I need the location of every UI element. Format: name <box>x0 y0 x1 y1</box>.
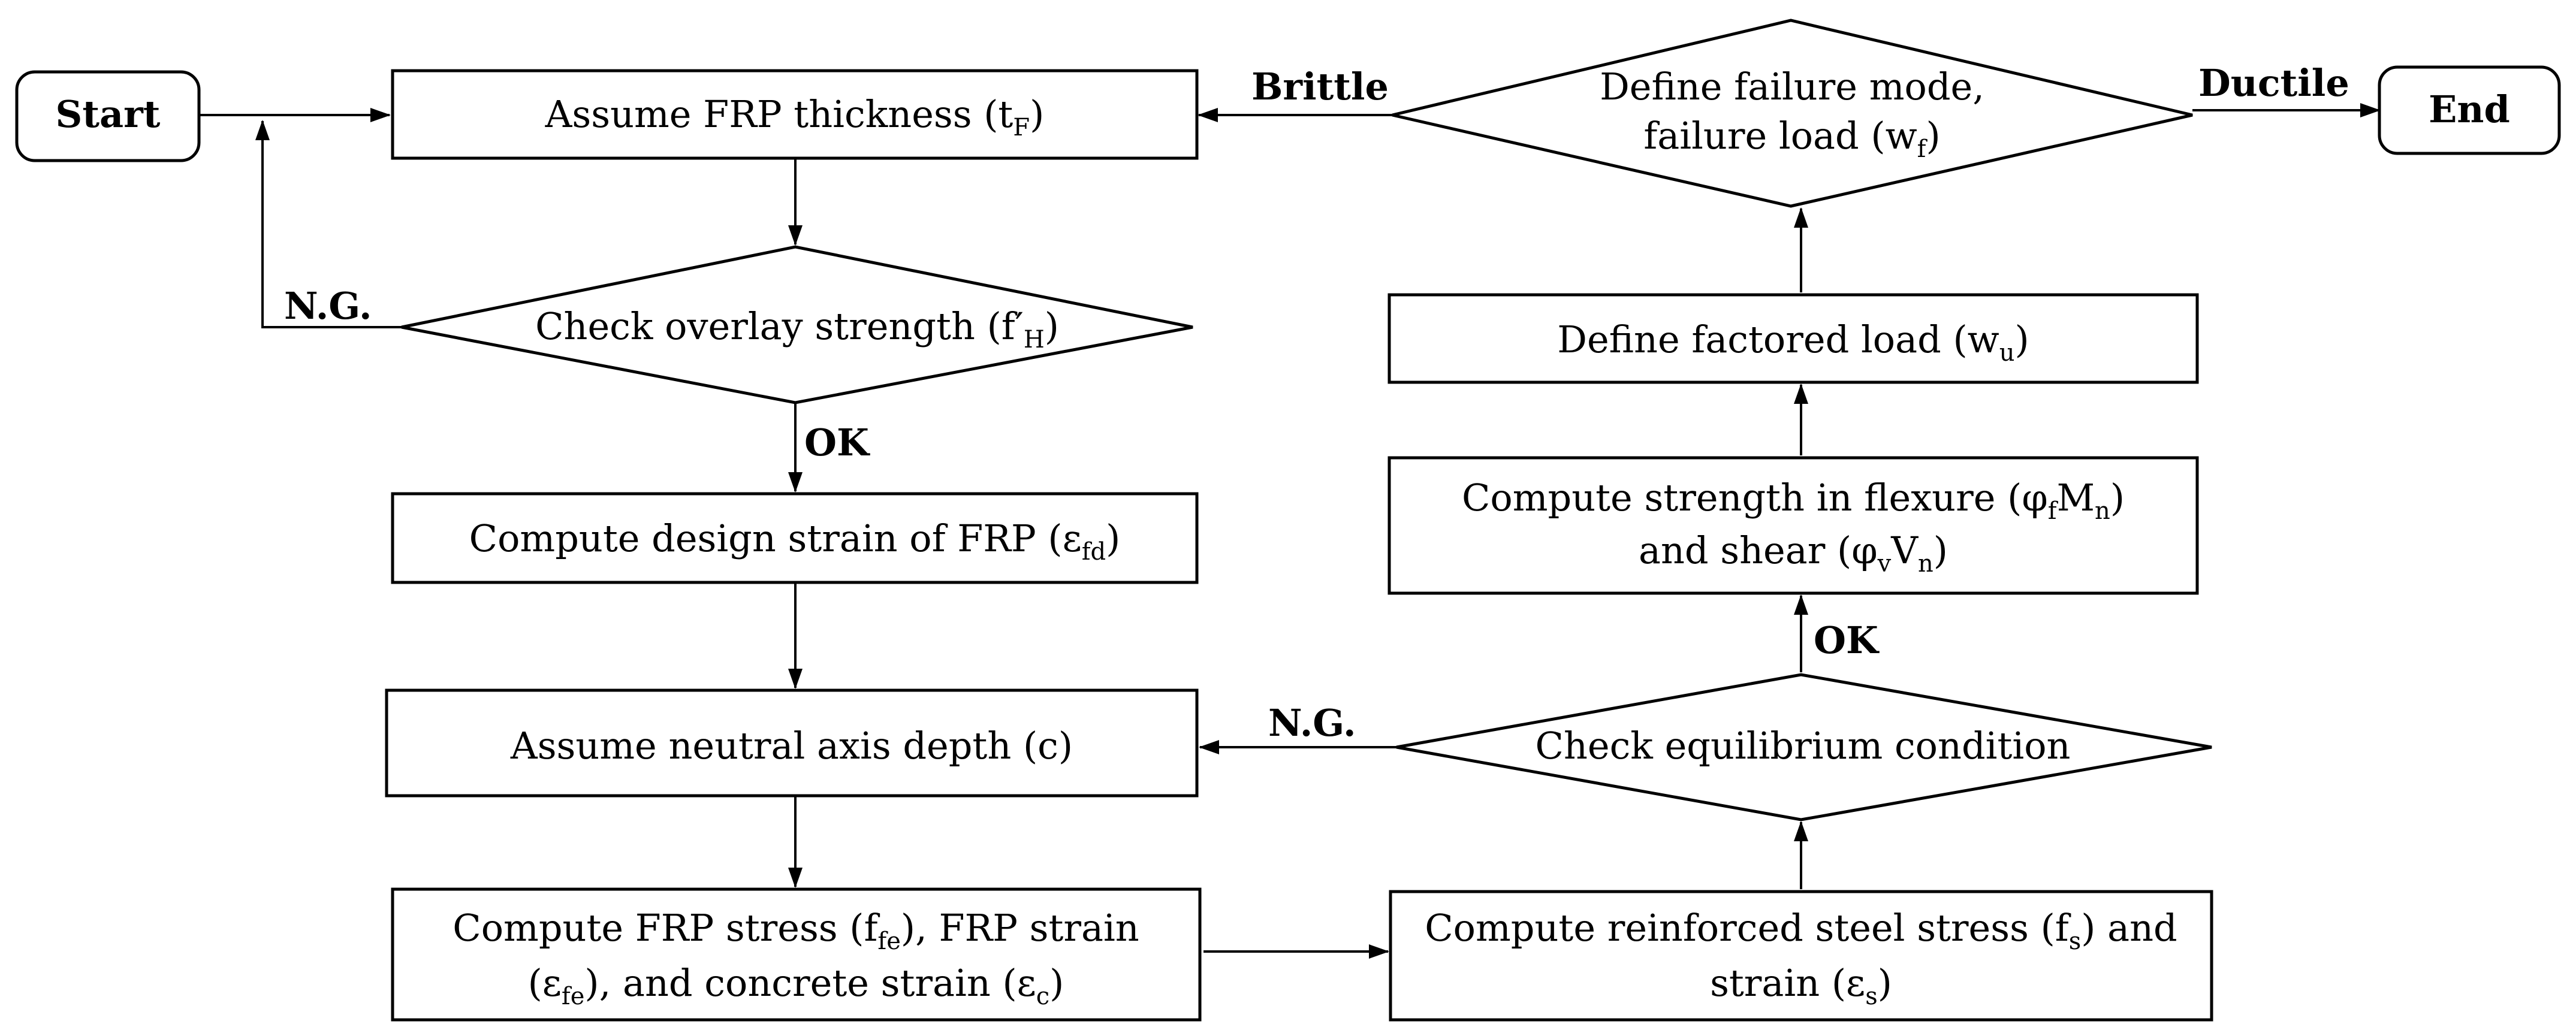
arrow-overlay-ng-loop <box>255 120 402 328</box>
design-strain-box: Compute design strain of FRP (εfd) <box>391 492 1199 584</box>
label-ng-equilibrium: N.G. <box>1268 701 1356 745</box>
steel-stress-line1: Compute reinforced steel stress (fs) and <box>1425 906 2177 955</box>
connectors <box>199 103 2381 959</box>
neutral-axis-text: Assume neutral axis depth (c) <box>510 724 1073 768</box>
strength-box: Compute strength in flexure (φfMn) and s… <box>1387 456 2199 595</box>
frp-stress-box: Compute FRP stress (ffe), FRP strain (εf… <box>391 887 1202 1022</box>
label-ductile: Ductile <box>2198 61 2349 105</box>
assume-thickness-box: Assume FRP thickness (tF) <box>391 69 1199 160</box>
check-overlay-text: Check overlay strength (f′H) <box>535 304 1059 354</box>
frp-stress-line2: (εfe), and concrete strain (εc) <box>528 961 1064 1010</box>
failure-mode-diamond: Define failure mode, failure load (wf) <box>1392 19 2193 208</box>
label-brittle: Brittle <box>1251 65 1389 108</box>
strength-line2: and shear (φvVn) <box>1639 528 1948 578</box>
start-label: Start <box>56 92 161 136</box>
factored-load-text: Define factored load (wu) <box>1557 318 2029 367</box>
check-overlay-diamond: Check overlay strength (f′H) <box>401 245 1193 404</box>
label-ok-overlay: OK <box>804 421 870 464</box>
start-terminal: Start <box>15 70 201 162</box>
end-terminal: End <box>2378 65 2561 155</box>
equilibrium-text: Check equilibrium condition <box>1536 724 2071 768</box>
frp-stress-line1: Compute FRP stress (ffe), FRP strain <box>453 906 1139 955</box>
factored-load-box: Define factored load (wu) <box>1387 293 2199 384</box>
label-ok-equilibrium: OK <box>1814 618 1880 662</box>
steel-stress-box: Compute reinforced steel stress (fs) and… <box>1389 890 2213 1022</box>
strength-line1: Compute strength in flexure (φfMn) <box>1462 476 2125 525</box>
assume-thickness-text: Assume FRP thickness (tF) <box>545 92 1045 141</box>
failure-mode-line2: failure load (wf) <box>1643 114 1940 163</box>
failure-mode-line1: Define failure mode, <box>1600 65 1984 108</box>
steel-stress-line2: strain (εs) <box>1710 961 1892 1010</box>
label-ng-overlay: N.G. <box>284 284 372 328</box>
neutral-axis-box: Assume neutral axis depth (c) <box>385 688 1199 798</box>
design-strain-text: Compute design strain of FRP (εfd) <box>469 516 1121 566</box>
equilibrium-diamond: Check equilibrium condition <box>1396 673 2212 821</box>
end-label: End <box>2429 87 2510 131</box>
